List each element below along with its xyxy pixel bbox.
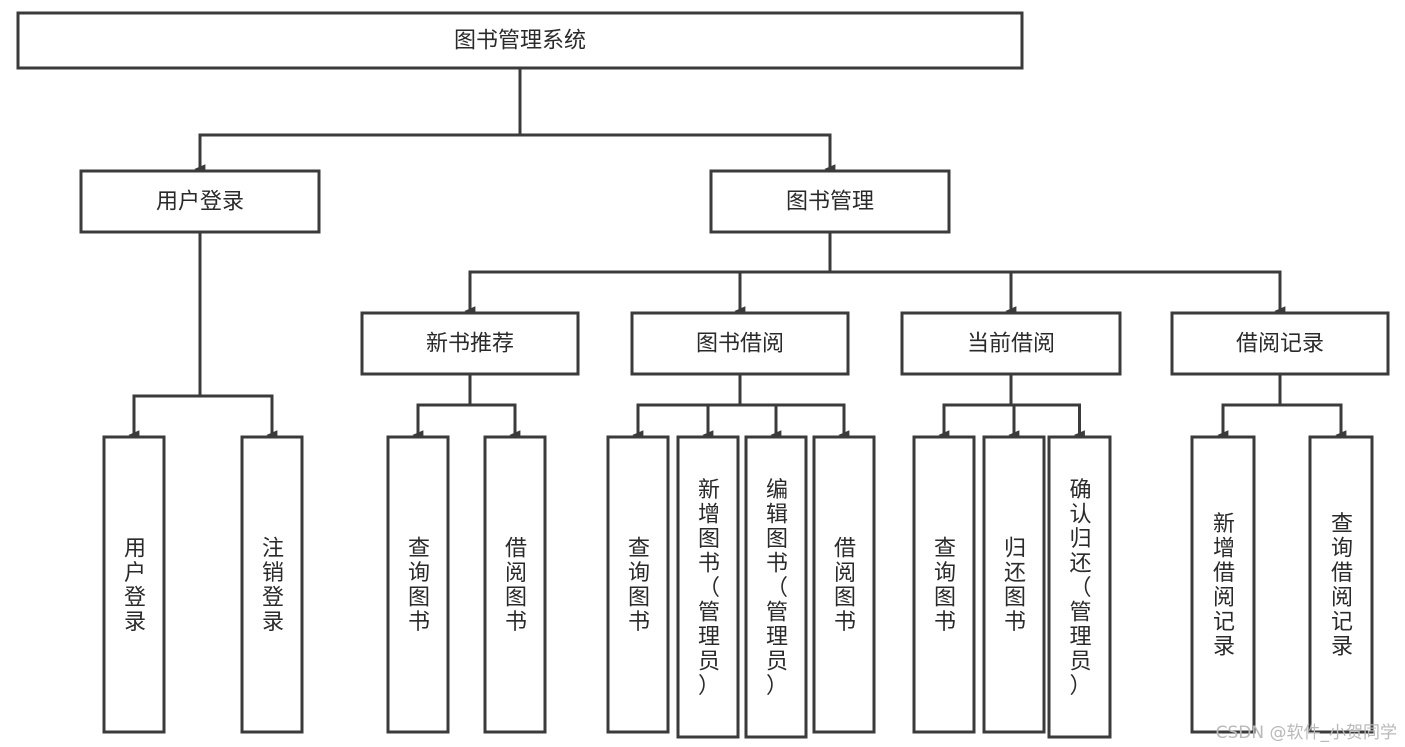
node-layer: 图书管理系统用户登录图书管理新书推荐图书借阅当前借阅借阅记录用户登录注销登录查询… (16, 11, 1390, 739)
node-leaf-confirm-return-admin[interactable]: 确认归还（管理员） (1047, 435, 1112, 739)
node-box-leaf-user-login (102, 435, 166, 734)
node-label-leaf-add-borrow-record: 新增借阅记录 (1213, 512, 1235, 660)
node-box-current-borrow (900, 311, 1122, 376)
node-leaf-query-book-rec[interactable]: 查询图书 (386, 435, 450, 734)
node-box-leaf-query-borrow-record (1308, 435, 1374, 734)
node-label-leaf-add-book-admin: 新增图书（管理员） (698, 478, 720, 699)
node-leaf-borrow-book[interactable]: 借阅图书 (812, 435, 876, 734)
watermark-label: CSDN @软件_小贺同学 (1215, 723, 1397, 743)
node-label-leaf-borrow-book: 借阅图书 (834, 537, 856, 636)
node-label-leaf-edit-book-admin: 编辑图书（管理员） (766, 478, 788, 699)
node-label-leaf-confirm-return-admin: 确认归还（管理员） (1069, 478, 1091, 699)
node-box-leaf-edit-book-admin (744, 435, 808, 739)
node-book-manage[interactable]: 图书管理 (709, 169, 951, 234)
node-box-leaf-user-logout (240, 435, 304, 734)
node-leaf-edit-book-admin[interactable]: 编辑图书（管理员） (744, 435, 808, 739)
node-label-leaf-query-borrow-record: 查询借阅记录 (1331, 512, 1353, 660)
node-label-leaf-query-book-rec: 查询图书 (408, 537, 430, 636)
node-leaf-user-login[interactable]: 用户登录 (102, 435, 166, 734)
node-label-leaf-user-login: 用户登录 (124, 537, 146, 636)
node-label-leaf-return-book: 归还图书 (1004, 537, 1026, 636)
node-box-leaf-borrow-book-rec (483, 435, 547, 734)
node-label-new-book-recommend: 新书推荐 (426, 332, 514, 357)
node-root[interactable]: 图书管理系统 (16, 11, 1024, 70)
node-label-borrow-record: 借阅记录 (1236, 332, 1324, 357)
node-box-leaf-return-book (982, 435, 1046, 734)
node-box-leaf-confirm-return-admin (1047, 435, 1112, 739)
node-label-book-borrow: 图书借阅 (696, 332, 784, 357)
node-leaf-user-logout[interactable]: 注销登录 (240, 435, 304, 734)
node-box-user-login (79, 169, 321, 234)
connector-layer (128, 66, 1347, 440)
node-user-login[interactable]: 用户登录 (79, 169, 321, 234)
node-current-borrow[interactable]: 当前借阅 (900, 311, 1122, 376)
node-label-leaf-query-book-cur: 查询图书 (934, 537, 956, 636)
node-leaf-return-book[interactable]: 归还图书 (982, 435, 1046, 734)
node-box-root (16, 11, 1024, 70)
node-leaf-query-book-borrow[interactable]: 查询图书 (606, 435, 670, 734)
node-leaf-query-book-cur[interactable]: 查询图书 (912, 435, 976, 734)
node-box-book-borrow (630, 311, 850, 376)
node-leaf-add-book-admin[interactable]: 新增图书（管理员） (676, 435, 740, 739)
node-label-current-borrow: 当前借阅 (967, 332, 1055, 357)
node-leaf-query-borrow-record[interactable]: 查询借阅记录 (1308, 435, 1374, 734)
node-label-root: 图书管理系统 (454, 29, 586, 54)
node-borrow-record[interactable]: 借阅记录 (1170, 311, 1390, 376)
node-leaf-add-borrow-record[interactable]: 新增借阅记录 (1190, 435, 1256, 734)
node-box-leaf-query-book-cur (912, 435, 976, 734)
node-label-book-manage: 图书管理 (786, 190, 874, 215)
node-box-leaf-query-book-rec (386, 435, 450, 734)
node-label-leaf-query-book-borrow: 查询图书 (628, 537, 650, 636)
node-box-leaf-query-book-borrow (606, 435, 670, 734)
node-new-book-recommend[interactable]: 新书推荐 (360, 311, 580, 376)
node-box-new-book-recommend (360, 311, 580, 376)
node-box-leaf-borrow-book (812, 435, 876, 734)
node-label-user-login: 用户登录 (156, 190, 244, 215)
node-book-borrow[interactable]: 图书借阅 (630, 311, 850, 376)
node-label-leaf-user-logout: 注销登录 (262, 537, 284, 636)
node-box-book-manage (709, 169, 951, 234)
node-box-leaf-add-borrow-record (1190, 435, 1256, 734)
node-leaf-borrow-book-rec[interactable]: 借阅图书 (483, 435, 547, 734)
node-box-leaf-add-book-admin (676, 435, 740, 739)
node-label-leaf-borrow-book-rec: 借阅图书 (505, 537, 527, 636)
node-box-borrow-record (1170, 311, 1390, 376)
